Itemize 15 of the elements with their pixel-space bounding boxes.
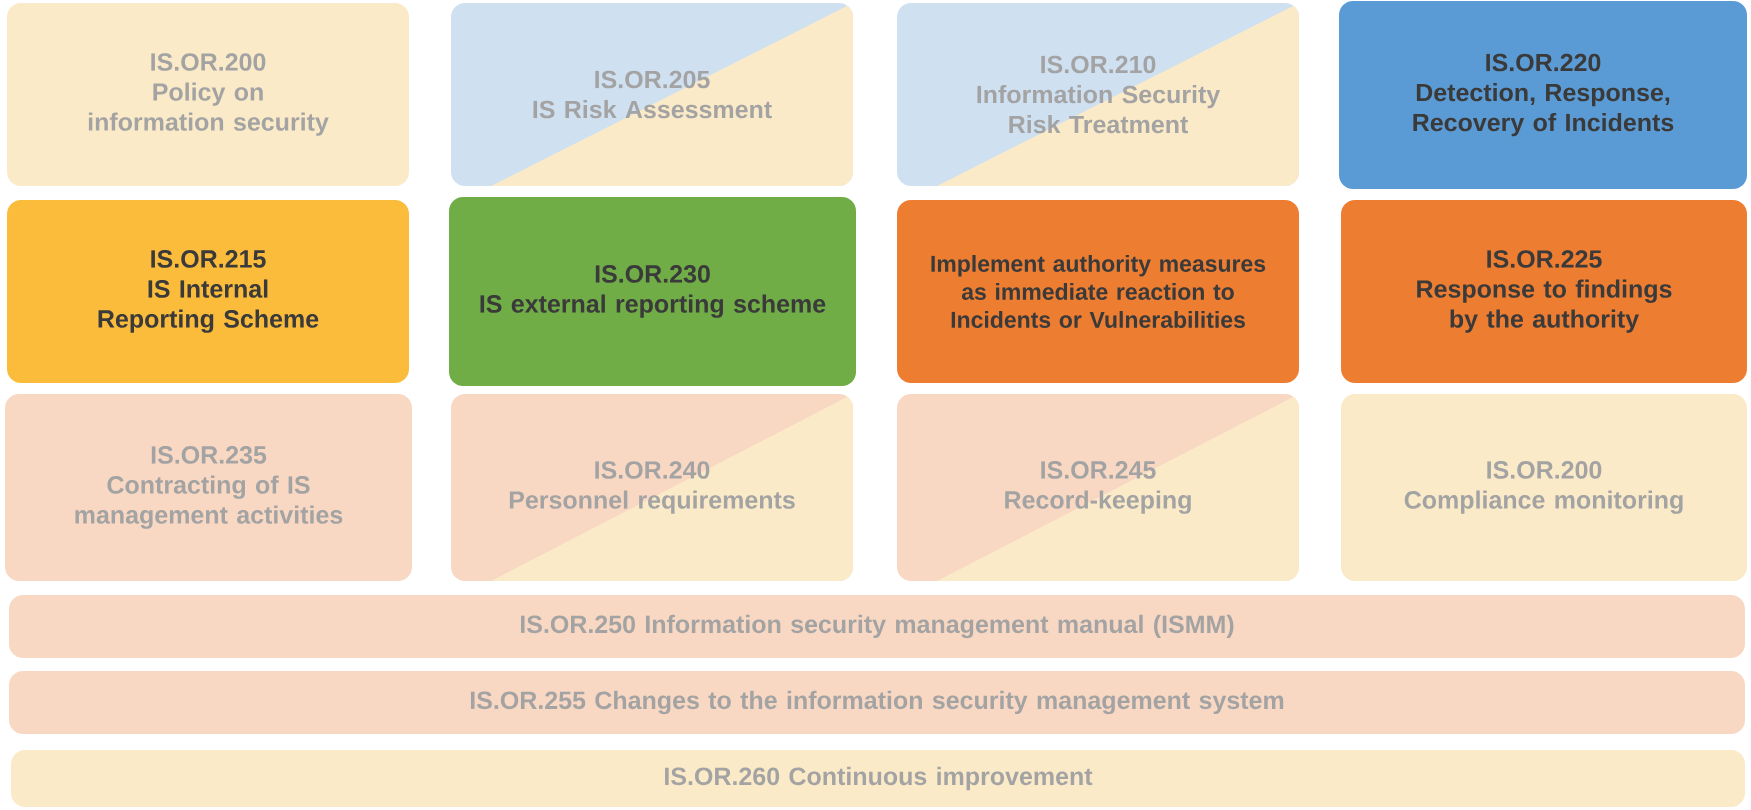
requirement-box: IS.OR.205 IS Risk Assessment	[451, 3, 853, 186]
requirement-box: IS.OR.225 Response to findings by the authority	[1341, 200, 1747, 383]
requirement-box: IS.OR.200 Compliance monitoring	[1341, 394, 1747, 581]
requirement-box: IS.OR.245 Record-keeping	[897, 394, 1299, 581]
requirement-band: IS.OR.255 Changes to the information security management system	[9, 671, 1745, 734]
requirement-band: IS.OR.260 Continuous improvement	[11, 750, 1745, 807]
requirement-box: IS.OR.210 Information Security Risk Treatment	[897, 3, 1299, 186]
requirement-box: IS.OR.235 Contracting of IS management activities	[5, 394, 412, 581]
requirement-box: IS.OR.215 IS Internal Reporting Scheme	[7, 200, 409, 383]
requirement-box: IS.OR.200 Policy on information security	[7, 3, 409, 186]
requirement-box: IS.OR.220 Detection, Response, Recovery of Incidents	[1339, 1, 1747, 189]
requirement-band: IS.OR.250 Information security management manual (ISMM)	[9, 595, 1745, 658]
requirement-box: IS.OR.230 IS external reporting scheme	[449, 197, 856, 386]
requirement-box: Implement authority measures as immediate reaction to Incidents or Vulnerabilities	[897, 200, 1299, 383]
requirement-box: IS.OR.240 Personnel requirements	[451, 394, 853, 581]
